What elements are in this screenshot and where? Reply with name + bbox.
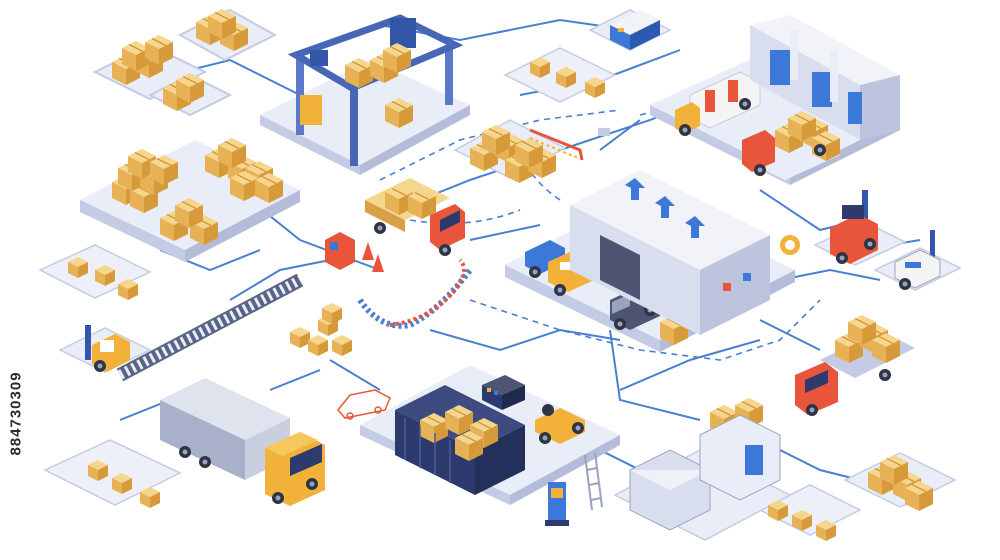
gantry-crane-icon [287, 14, 464, 166]
toll-booth-icon [325, 232, 355, 270]
hand-truck-icon [535, 404, 585, 444]
stock-id-label: 884730309 [6, 318, 26, 508]
badge-icon [780, 235, 800, 255]
stock-id-text: 884730309 [7, 370, 25, 456]
depot-building-icon [750, 15, 900, 140]
sketch-car-icon [337, 389, 391, 420]
ticket-kiosk-icon [545, 482, 569, 526]
storage-tank-icon [629, 414, 781, 531]
upload-arrow-icon [625, 178, 705, 238]
control-panel-icon [482, 375, 525, 410]
small-office-building-icon [610, 10, 660, 50]
signal-marker-icon [598, 128, 610, 136]
pallet-jack-icon [894, 230, 941, 290]
barrier-gate-icon [529, 128, 584, 161]
stepladder-icon [584, 451, 603, 511]
traffic-cones-icon [362, 242, 384, 272]
semi-truck-icon [160, 378, 325, 506]
box-truck-icon [365, 178, 465, 256]
flatbed-truck-icon [795, 314, 915, 416]
route-network [119, 18, 921, 481]
delivery-truck-icon [675, 71, 841, 180]
roller-conveyor-icon [116, 258, 473, 382]
warehouse-building-icon [570, 170, 770, 335]
forklift-icon [85, 190, 878, 372]
shipping-container-icon [395, 385, 525, 495]
